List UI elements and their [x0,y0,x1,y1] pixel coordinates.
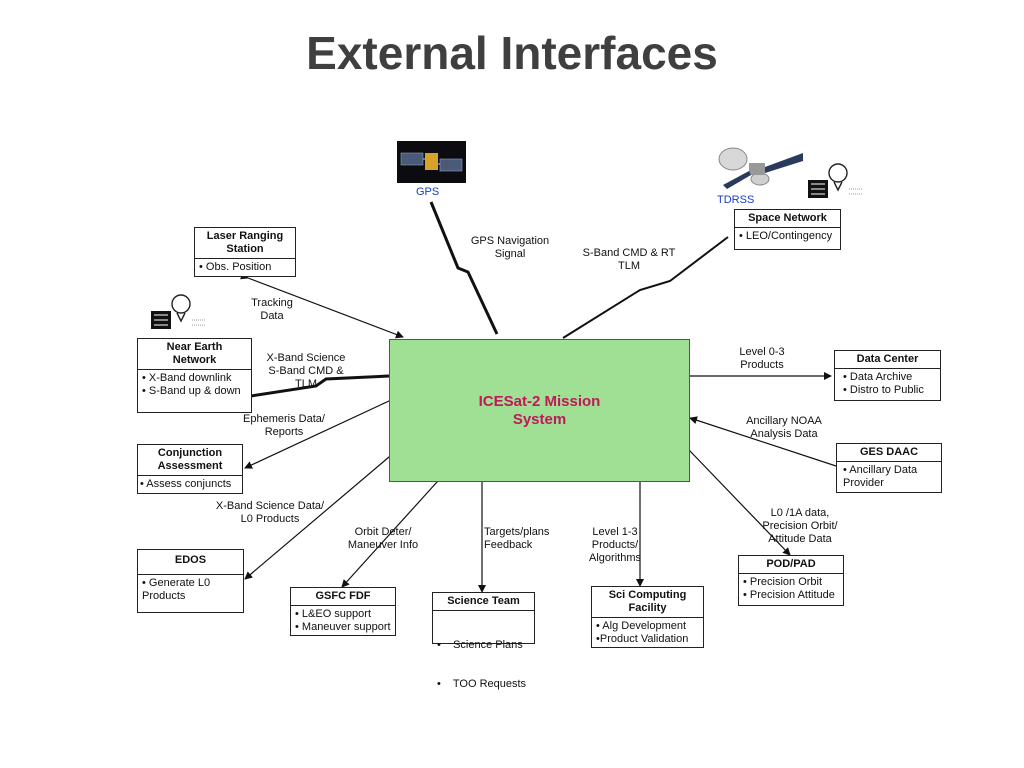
box-title: GSFC FDF [291,588,395,606]
box-title: Near Earth Network [166,341,223,366]
edos-box[interactable]: EDOS • Generate L0 Products [137,549,244,613]
gsfc-arrow [341,474,445,588]
near-earth-network-box[interactable]: Near Earth Network • X-Band downlink • S… [137,338,252,413]
science-team-box[interactable]: Science Team • Science Plans • TOO Reque… [432,592,535,690]
box-item: • LEO/Contingency [739,230,833,242]
box-item: • Maneuver support [295,621,391,633]
flow-label-orbit-deter: Orbit Deter/ Maneuver Info [347,526,419,551]
ges-daac-box[interactable]: GES DAAC • Ancillary Data Provider [836,443,942,493]
box-item: • Assess conjuncts [140,478,232,490]
box-item: • TOO Requests [437,678,527,690]
box-item: • Obs. Position [199,261,272,273]
box-item: • Alg Development [596,620,687,632]
flow-label-targets: Targets/plans Feedback [484,526,550,551]
gesdaac-arrow [689,416,837,467]
ground-station-icon [150,293,210,333]
tdrss-satellite-icon [713,145,805,193]
flow-label-sband-rt: S-Band CMD & RT TLM [582,247,676,272]
ground-station-icon [807,162,867,202]
box-title: POD/PAD [739,556,843,574]
box-item: • Data Archive [843,371,913,383]
flow-label-tracking: Tracking Data [251,297,293,322]
data-center-box[interactable]: Data Center • Data Archive • Distro to P… [834,350,941,401]
gps-label: GPS [416,186,440,198]
box-title: Conjunction Assessment [138,445,242,476]
box-item: Provider [843,477,884,489]
conjunction-assessment-box[interactable]: Conjunction Assessment • Assess conjunct… [137,444,243,494]
flow-label-xband-science: X-Band Science S-Band CMD & TLM [266,352,346,390]
box-item: • L&EO support [295,608,372,620]
box-title: Data Center [835,351,940,369]
box-item: • X-Band downlink [142,372,232,384]
tdrss-label: TDRSS [717,194,755,206]
gsfc-fdf-box[interactable]: GSFC FDF • L&EO support • Maneuver suppo… [290,587,396,636]
gps-satellite-icon [397,141,466,183]
box-item: •Product Validation [596,633,689,645]
flow-label-ephemeris: Ephemeris Data/ Reports [243,413,325,438]
flow-label-level-0-3: Level 0-3 Products [739,346,785,371]
flow-label-gps-navigation: GPS Navigation Signal [470,235,550,260]
laser-ranging-station-box[interactable]: Laser Ranging Station • Obs. Position [194,227,296,277]
box-title: Sci Computing Facility [608,589,687,614]
sci-computing-facility-box[interactable]: Sci Computing Facility • Alg Development… [591,586,704,648]
space-network-box[interactable]: Space Network • LEO/Contingency [734,209,841,250]
flow-label-xband-l0: X-Band Science Data/ L0 Products [215,500,325,525]
pod-pad-box[interactable]: POD/PAD • Precision Orbit • Precision At… [738,555,844,606]
box-item: • Ancillary Data [843,464,918,476]
box-item: • Generate L0 [142,577,211,589]
flow-label-level-1-3: Level 1-3 Products/ Algorithms [589,526,641,564]
box-item: • Science Plans [437,639,523,651]
nen-link [250,374,390,398]
flow-label-ancillary-noaa: Ancillary NOAA Analysis Data [746,415,822,440]
box-item: • S-Band up & down [142,385,241,397]
box-title: Laser Ranging Station [195,228,295,259]
page-title: External Interfaces [306,27,718,79]
flow-label-l0-1a: L0 /1A data, Precision Orbit/ Attitude D… [762,507,838,545]
tracking-arrow [240,271,404,339]
central-system-box[interactable]: ICESat-2 Mission System [389,339,690,482]
podpad-arrow [682,443,791,556]
box-title: GES DAAC [837,444,941,462]
gps-link [429,201,499,335]
box-item: • Distro to Public [843,384,924,396]
box-title: Space Network [735,210,840,228]
box-item: • Precision Attitude [743,589,835,601]
box-item: Products [142,590,186,602]
box-item: • Precision Orbit [743,576,823,588]
central-system-label: ICESat-2 Mission System [478,392,601,428]
box-title: EDOS [138,550,243,575]
spacenet-link [562,236,729,339]
box-title: Science Team [433,593,534,611]
